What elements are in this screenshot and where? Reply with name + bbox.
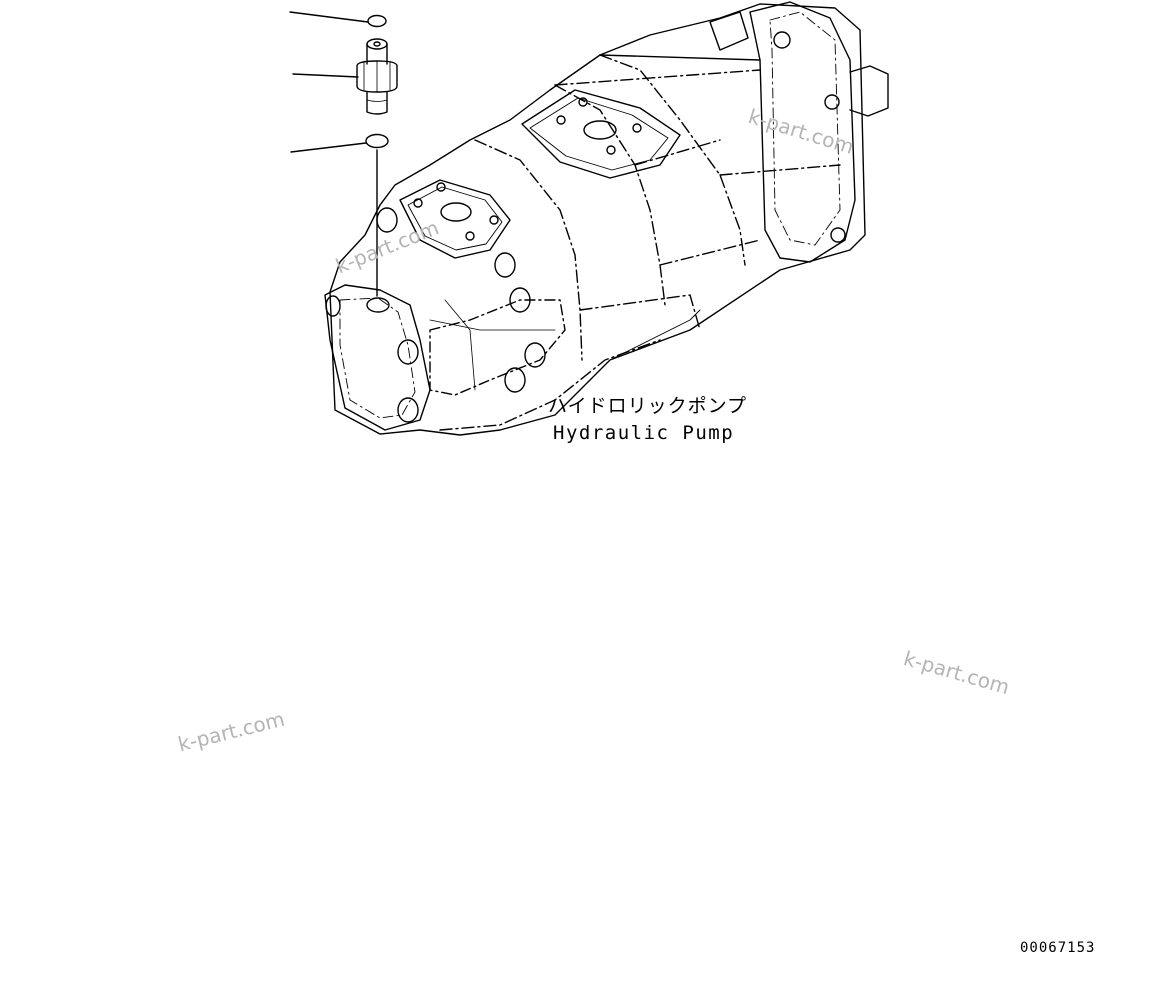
drawing-number: 00067153 <box>1020 940 1096 956</box>
o-ring-bottom <box>365 133 389 149</box>
leader-line-fitting <box>292 73 359 78</box>
exploded-parts <box>356 14 398 149</box>
pump-body <box>324 1 889 436</box>
o-ring-top <box>367 14 387 28</box>
caption-japanese: ハイドロリックポンプ <box>548 395 748 417</box>
elbow-fitting <box>356 38 398 115</box>
caption-english: Hydraulic Pump <box>553 422 735 444</box>
leader-line-top-oring <box>289 11 369 23</box>
leader-line-bottom-oring <box>290 142 367 153</box>
